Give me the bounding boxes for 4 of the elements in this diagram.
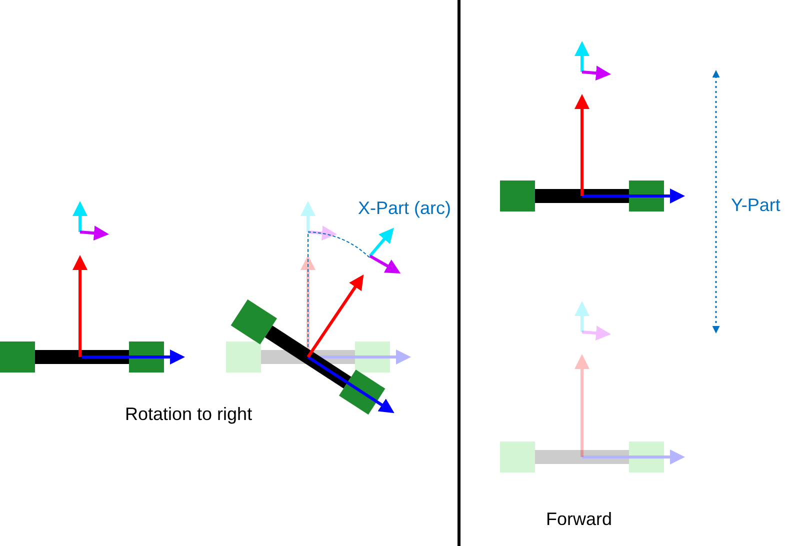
diagram-label: Forward	[546, 510, 612, 528]
diagram-label: X-Part (arc)	[358, 199, 452, 217]
diagram-label: Y-Part	[731, 196, 780, 214]
diagram-label: Rotation to right	[125, 405, 252, 423]
